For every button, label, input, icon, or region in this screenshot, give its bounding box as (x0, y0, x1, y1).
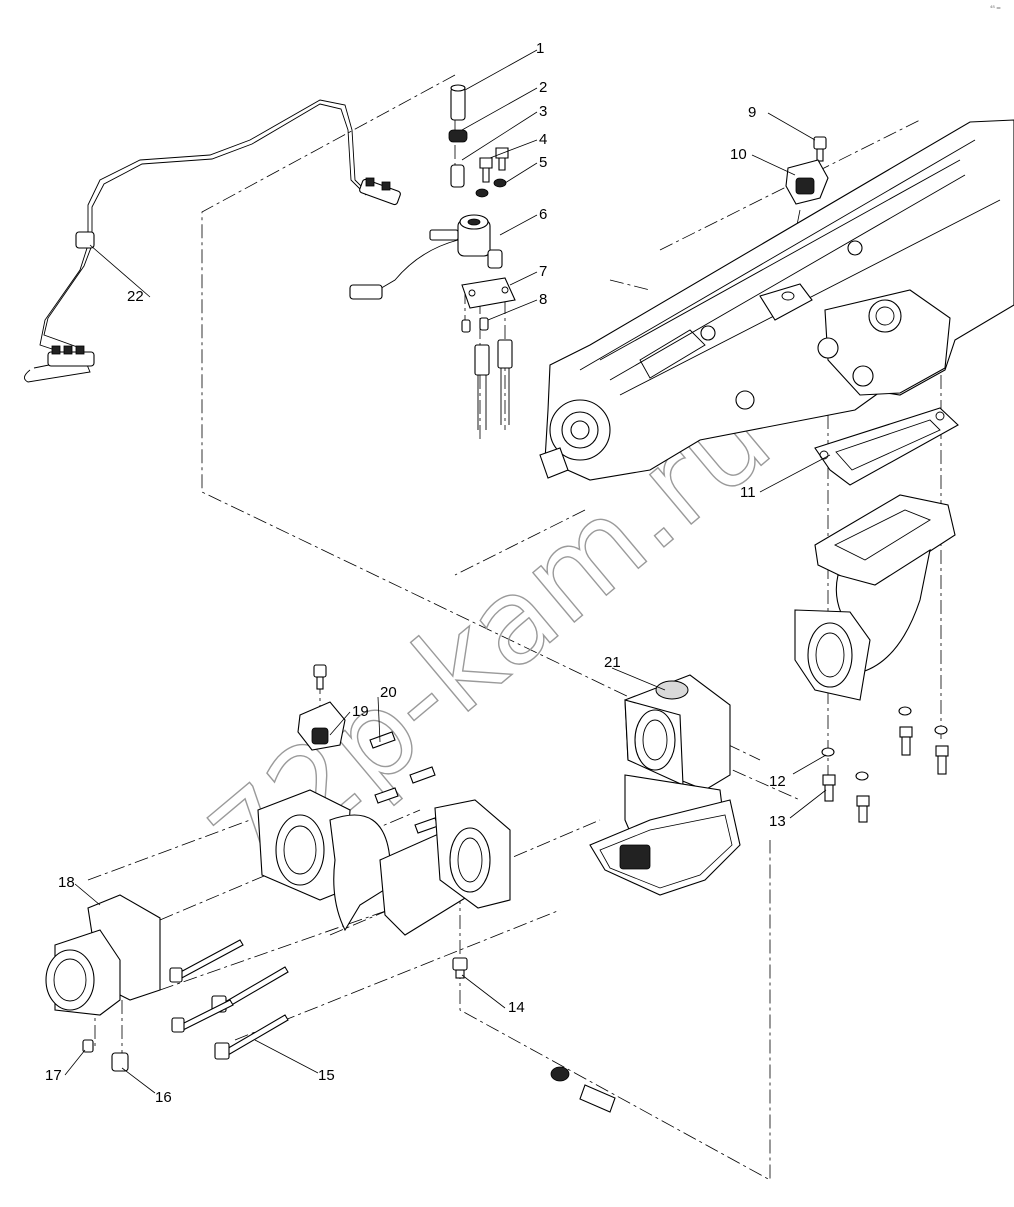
callout-8: 8 (539, 291, 547, 308)
callout-18: 18 (58, 874, 75, 891)
callout-17: 17 (45, 1067, 62, 1084)
callout-10: 10 (730, 146, 747, 163)
sensor-19-20 (297, 664, 439, 834)
callout-16: 16 (155, 1089, 172, 1106)
sensor-9-10 (785, 136, 829, 205)
callout-4: 4 (539, 131, 547, 148)
valve-stack-1-8 (349, 84, 516, 430)
wiring-harness-22 (24, 99, 401, 383)
long-bolts-15 (169, 939, 289, 1060)
callout-7: 7 (539, 263, 547, 280)
callout-6: 6 (539, 206, 547, 223)
callout-12: 12 (769, 773, 786, 790)
callout-1: 1 (536, 40, 544, 57)
callout-22: 22 (127, 288, 144, 305)
callout-14: 14 (508, 999, 525, 1016)
callout-19: 19 (352, 703, 369, 720)
callout-15: 15 (318, 1067, 335, 1084)
gasket-11 (814, 407, 959, 486)
callout-13: 13 (769, 813, 786, 830)
bolts-12-13 (821, 706, 949, 823)
callout-9: 9 (748, 104, 756, 121)
flange-adapter-18 (45, 894, 161, 1072)
exhaust-brake-21 (589, 674, 741, 896)
exhaust-elbow (794, 494, 956, 701)
leader-lines (64, 49, 831, 1094)
cylinder-head-block (539, 119, 1014, 481)
callout-21: 21 (604, 654, 621, 671)
callout-3: 3 (539, 103, 547, 120)
callout-labels: 1 2 3 4 5 6 7 8 9 10 11 12 13 14 15 16 1… (45, 40, 786, 1106)
corner-mark: ⁴⁸ ═ (990, 5, 1001, 12)
callout-11: 11 (740, 484, 756, 501)
stud-14 (452, 957, 616, 1113)
exhaust-pipe-assembly (257, 789, 511, 936)
callout-2: 2 (539, 79, 547, 96)
callout-5: 5 (539, 154, 547, 171)
callout-20: 20 (380, 684, 397, 701)
